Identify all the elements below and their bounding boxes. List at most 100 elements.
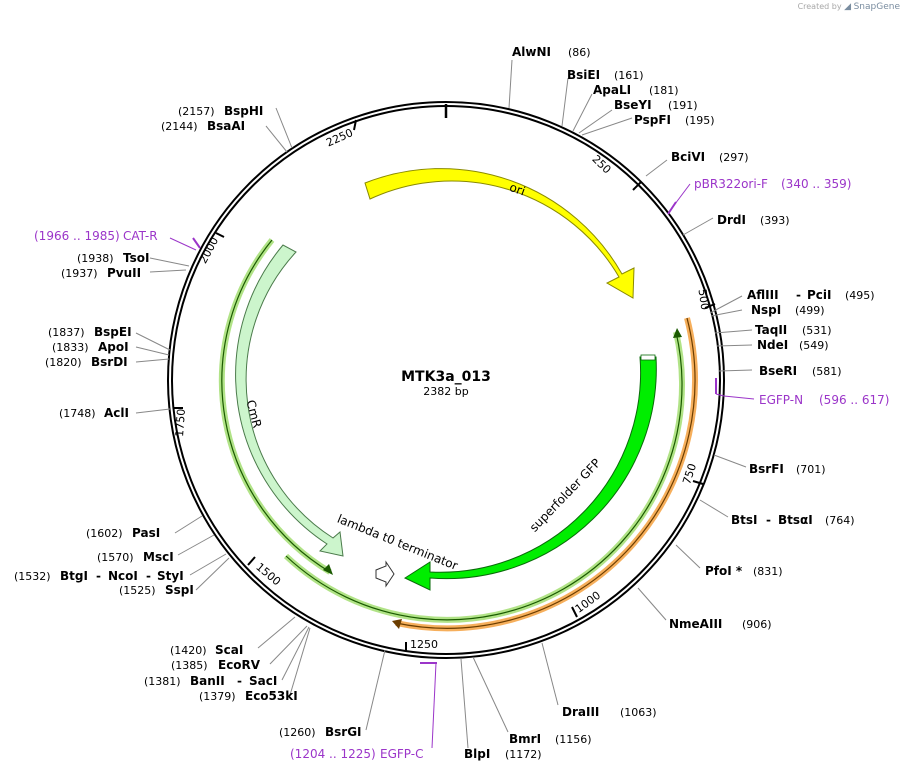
tick-mark-750 (692, 480, 704, 485)
enzyme-site[interactable]: (1837)BspEI (48, 325, 132, 339)
enzyme-site[interactable]: NmeAIII(906) (669, 617, 772, 631)
enzyme-name: BanII (190, 674, 225, 688)
enzyme-name: BsrGI (325, 725, 362, 739)
enzyme-site[interactable]: AlwNI(86) (512, 45, 591, 59)
enzyme-name: AclI (104, 406, 129, 420)
enzyme-name: PasI (132, 526, 160, 540)
orf-arrowhead (392, 619, 402, 629)
enzyme-pos: (1748) (59, 407, 96, 420)
backbone-outer-strand (167, 101, 725, 659)
enzyme-name: BspEI (94, 325, 132, 339)
enzyme-site[interactable]: AflIII-PciI(495) (747, 288, 875, 302)
enzyme-site[interactable]: DrdI(393) (717, 213, 790, 227)
enzyme-site[interactable]: (1938)TsoI (77, 251, 149, 265)
tick-mark-1500 (247, 556, 256, 566)
enzyme-name: BciVI (671, 150, 705, 164)
tick-mark-500 (704, 303, 716, 309)
feature-label-terminator: lambda t0 terminator (335, 512, 460, 573)
primer-egfp-c[interactable]: (1204 .. 1225) EGFP-C (290, 662, 437, 761)
enzyme-site[interactable]: (1748) AclI (59, 406, 129, 420)
enzyme-pos: (701) (796, 463, 826, 476)
enzyme-name: AlwNI (512, 45, 551, 59)
orf-line (395, 317, 696, 629)
enzyme-site[interactable]: PfoI *(831) (705, 564, 783, 578)
enzyme-name: BmrI (509, 732, 541, 746)
enzyme-site[interactable]: (1937)PvuII (61, 266, 141, 280)
credit-brand: SnapGene (853, 2, 900, 12)
enzyme-name: BsrFI (749, 462, 784, 476)
enzyme-site[interactable]: BtsI-BtsαI(764) (731, 513, 855, 527)
enzyme-site[interactable]: BciVI (297) (671, 150, 749, 164)
enzyme-site[interactable]: (1820)BsrDI (45, 355, 128, 369)
enzyme-name: BspHI (224, 104, 263, 118)
enzyme-site[interactable]: TaqII(531) (755, 323, 832, 337)
cds-arrowhead-cmr (323, 564, 333, 575)
enzyme-site[interactable]: (1381)BanII-SacI (144, 674, 277, 688)
enzyme-site[interactable]: BlpI(1172) (464, 747, 542, 761)
tick-marks (173, 119, 716, 652)
enzyme-name: DrdI (717, 213, 746, 227)
enzyme-pos: (1063) (620, 706, 657, 719)
tick-label: 1250 (410, 638, 438, 651)
enzyme-pos: (1260) (279, 726, 316, 739)
enzyme-pos: (161) (614, 69, 644, 82)
primer-mark (192, 237, 201, 249)
primer-name: EGFP-C (380, 747, 423, 761)
feature-superfolder-gfp[interactable] (403, 356, 657, 591)
feature-cmr[interactable] (235, 244, 344, 557)
enzyme-site[interactable]: BmrI(1156) (509, 732, 592, 746)
enzyme-site[interactable]: BsrFI (701) (749, 462, 826, 476)
enzyme-site[interactable]: PspFI(195) (634, 113, 715, 127)
enzyme-site[interactable]: DraIII(1063) (562, 705, 657, 719)
feature-lambda-terminator[interactable] (375, 560, 395, 588)
enzyme-sep: - (796, 288, 801, 302)
enzyme-site[interactable]: (2144)BsaAI (161, 119, 245, 133)
enzyme-sep: - (237, 674, 242, 688)
enzyme-site[interactable]: (1602)PasI (86, 526, 160, 540)
enzyme-pos: (191) (668, 99, 698, 112)
feature-ori[interactable] (364, 168, 635, 299)
primer-leader (431, 662, 437, 749)
enzyme-site[interactable]: (1420)ScaI (170, 643, 243, 657)
enzyme-site[interactable]: BsiEI(161) (567, 68, 644, 82)
enzyme-sep: - (766, 513, 771, 527)
enzyme-name: PspFI (634, 113, 671, 127)
enzyme-site[interactable]: NdeI(549) (757, 338, 829, 352)
enzyme-site[interactable]: BseYI(191) (614, 98, 698, 112)
enzyme-site[interactable]: (1525)SspI (119, 583, 194, 597)
enzyme-sep: - (146, 569, 151, 583)
primer-egfp-n[interactable]: EGFP-N (596 .. 617) (715, 378, 889, 407)
enzyme-name: SspI (165, 583, 194, 597)
plasmid-name: MTK3a_013 (401, 369, 491, 385)
primer-pbr322ori-f[interactable]: pBR322ori-F (340 .. 359) (667, 177, 851, 215)
enzyme-site[interactable]: (1379)Eco53kI (199, 689, 298, 703)
enzyme-pos: (906) (742, 618, 772, 631)
enzyme-name: BtsαI (778, 513, 813, 527)
enzyme-site[interactable]: (1833)ApoI (52, 340, 129, 354)
enzyme-site[interactable]: (1385) EcoRV (171, 658, 261, 672)
enzyme-site[interactable]: NspI(499) (751, 303, 825, 317)
enzyme-site[interactable]: (1570)MscI (97, 550, 174, 564)
enzyme-pos: (1381) (144, 675, 181, 688)
enzyme-site[interactable]: ApaLI(181) (593, 83, 679, 97)
enzyme-pos: (297) (719, 151, 749, 164)
enzyme-pos: (2157) (178, 105, 215, 118)
enzyme-pos: (1833) (52, 341, 89, 354)
enzyme-pos: (1820) (45, 356, 82, 369)
tick-label: 1750 (173, 408, 188, 437)
enzyme-site[interactable]: BseRI(581) (759, 364, 842, 378)
enzyme-pos: (1532) (14, 570, 51, 583)
enzyme-site[interactable]: (2157) BspHI (178, 104, 263, 118)
enzyme-name: Eco53kI (245, 689, 298, 703)
enzyme-pos: (1385) (171, 659, 208, 672)
enzyme-site[interactable]: (1532)BtgI-NcoI-StyI (14, 569, 184, 583)
primer-cat-r[interactable]: (1966 .. 1985) CAT-R (34, 229, 201, 251)
enzyme-pos: (531) (802, 324, 832, 337)
enzyme-name: MscI (143, 550, 174, 564)
cds-line-gfp (285, 331, 683, 621)
enzyme-name: EcoRV (218, 658, 261, 672)
credit-prefix: Created by (797, 2, 842, 11)
enzyme-pos: (549) (799, 339, 829, 352)
enzyme-site[interactable]: (1260) BsrGI (279, 725, 362, 739)
enzyme-name: AflIII (747, 288, 779, 302)
